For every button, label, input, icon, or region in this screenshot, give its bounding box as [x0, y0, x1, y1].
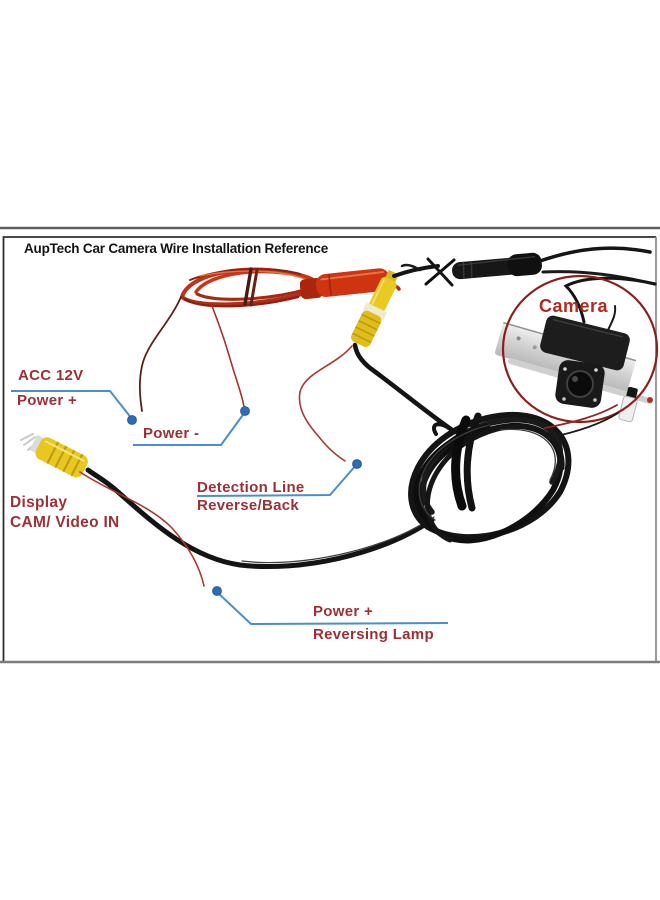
- detection-wire: [298, 345, 353, 462]
- camera-photo: [494, 315, 653, 423]
- leader-lines: [11, 390, 449, 625]
- reversing-label-line2: Reversing Lamp: [313, 626, 434, 643]
- acc-dot: [127, 415, 137, 425]
- acc-label-line2: Power +: [17, 392, 78, 409]
- detection-label-line1: Detection Line: [197, 479, 305, 496]
- fuse-holder: [299, 268, 390, 300]
- reversing-dot: [212, 586, 222, 596]
- camera-callout-circle: [501, 274, 659, 424]
- video-cable-coil: [85, 342, 619, 570]
- thin-wires: [79, 296, 353, 587]
- acc-power-wire: [138, 296, 182, 412]
- display-label-line1: Display: [10, 494, 68, 511]
- detection-leader-line: [196, 463, 358, 497]
- ground-wire: [211, 305, 245, 408]
- detection-dot: [352, 459, 362, 469]
- acc-label-line1: ACC 12V: [18, 367, 84, 384]
- connection-dots: [127, 406, 362, 596]
- power-minus-leader-line: [133, 411, 246, 446]
- camera-extension-cable: [392, 246, 657, 331]
- reversing-lamp-wire: [79, 471, 205, 587]
- red-power-cable: [180, 267, 401, 308]
- power-minus-dot: [240, 406, 250, 416]
- reversing-label-line1: Power +: [313, 603, 374, 620]
- camera-label: Camera: [539, 296, 609, 316]
- acc-leader-line: [11, 390, 133, 420]
- detection-label-line2: Reverse/Back: [197, 497, 300, 514]
- inline-connector: [452, 252, 542, 280]
- display-rca-connector: [20, 433, 88, 478]
- power-minus-label: Power -: [143, 425, 200, 442]
- rca-connector-pair-top: [351, 269, 399, 348]
- diagram-title: AupTech Car Camera Wire Installation Ref…: [24, 241, 329, 256]
- photo-frame: [0, 226, 660, 664]
- display-label-line2: CAM/ Video IN: [10, 514, 120, 531]
- reversing-leader-line: [216, 591, 449, 625]
